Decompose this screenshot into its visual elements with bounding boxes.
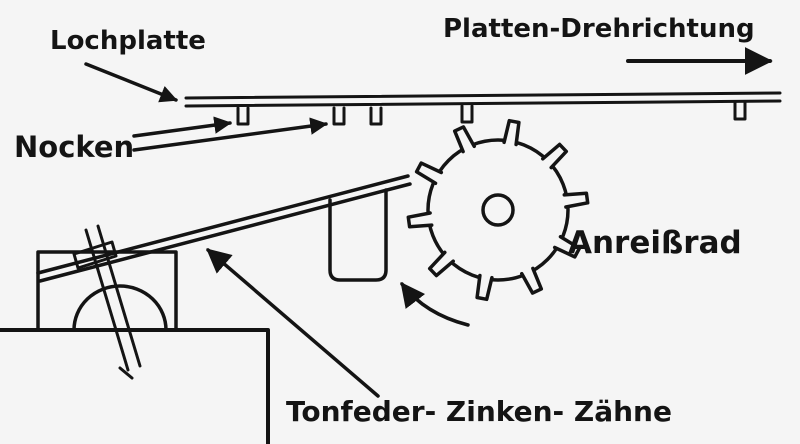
- nocke-4: [460, 104, 474, 124]
- wheel-tooth: [406, 211, 434, 229]
- wheel-tooth: [520, 266, 544, 295]
- wheel-tooth: [452, 125, 476, 154]
- lochplatte-pointer-arrow: [84, 62, 178, 103]
- nocken-pointer-arrow-2: [132, 117, 328, 152]
- nocke-2: [332, 106, 346, 126]
- wheel-rotation-arrow: [400, 282, 470, 327]
- wheel-tooth: [427, 250, 455, 278]
- wheel-tooth: [414, 161, 444, 186]
- wheel-tooth: [502, 118, 521, 147]
- wheel-tooth: [541, 142, 569, 170]
- wheel-tooth: [475, 273, 494, 302]
- nocke-3: [369, 106, 383, 126]
- lochplatte-label: Lochplatte: [50, 26, 206, 56]
- anreissrad-wheel: [406, 118, 590, 302]
- nocken-pointer-arrow-1: [132, 116, 232, 138]
- damper-block: [328, 188, 388, 282]
- nocke-1: [236, 106, 250, 126]
- anreissrad-label: Anreißrad: [568, 225, 742, 261]
- wheel-tooth: [552, 234, 582, 259]
- tonfeder-label: Tonfeder- Zinken- Zähne: [286, 395, 672, 428]
- nocken-label: Nocken: [14, 130, 135, 164]
- tonfeder-comb: [36, 174, 412, 283]
- lochplatte-plate: [184, 91, 782, 108]
- tonfeder-pointer-arrow: [206, 248, 380, 398]
- nocken-group: [236, 101, 747, 126]
- anreissrad-hub: [481, 193, 515, 227]
- nocke-5: [733, 101, 747, 121]
- mount-screw: [72, 224, 142, 380]
- wheel-tooth: [562, 191, 590, 209]
- platten-drehrichtung-label: Platten-Drehrichtung: [443, 14, 755, 44]
- base-housing: [0, 328, 270, 444]
